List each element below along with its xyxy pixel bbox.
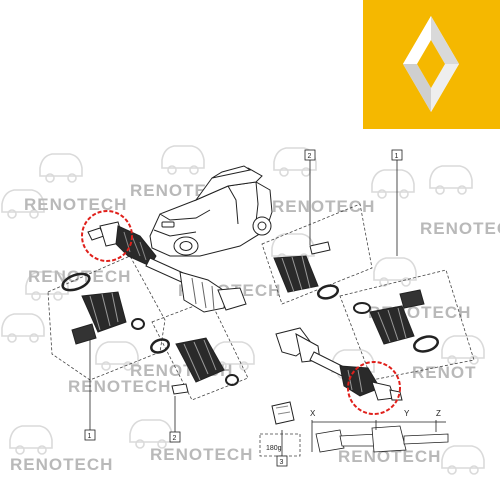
watermark-text: RENOTECH	[68, 377, 171, 396]
boot-part	[273, 255, 319, 293]
callout-layer	[84, 149, 403, 467]
car-watermark-icon	[1, 313, 45, 343]
clamp-ring-part	[413, 335, 439, 353]
dimension-label-x: X	[310, 409, 316, 418]
grease-sachet-part	[399, 289, 425, 309]
clamp-ring-part	[225, 374, 239, 386]
highlight-circle-outer-joint	[81, 210, 133, 262]
right-boot-kit	[353, 289, 439, 353]
highlight-circle-inner-joint	[347, 361, 401, 415]
car-watermark-icon	[371, 169, 415, 199]
frame-weight-box	[259, 433, 301, 457]
clamp-ring-part	[316, 284, 340, 300]
tube-part	[309, 241, 331, 255]
callout-number: 1	[88, 433, 92, 440]
car-watermark-icon	[39, 153, 83, 183]
group-frames	[47, 203, 475, 457]
watermark-text: RENOTECH	[272, 197, 375, 216]
watermark-text: RENOTECH	[28, 267, 131, 286]
car-watermark-icon	[161, 145, 205, 175]
clamp-ring-part	[150, 338, 170, 354]
center-boot-kit	[150, 337, 239, 395]
callout-number: 3	[280, 459, 284, 466]
car-watermark-icon	[211, 341, 255, 371]
grease-pack	[271, 401, 295, 425]
callout-number: 2	[173, 435, 177, 442]
frame-center-kit	[151, 299, 249, 401]
driveshaft-rear	[275, 327, 403, 401]
car-watermark-icon	[1, 189, 45, 219]
car-watermark-icon	[429, 165, 473, 195]
weight-label: 180g	[266, 445, 282, 452]
dimension-diagram	[311, 420, 449, 453]
watermark-text-cut: RENOT	[412, 363, 477, 382]
car-illustration	[149, 165, 273, 257]
boot-part	[81, 291, 127, 333]
driveshaft-front	[87, 221, 247, 313]
dimension-label-y: Y	[404, 409, 410, 418]
car-watermark-icon	[9, 425, 53, 455]
car-watermark-icon	[441, 335, 485, 365]
watermark-text: RENOTECH	[150, 445, 253, 464]
frame-right-kit	[339, 269, 475, 381]
watermark-text: RENOTECH	[10, 455, 113, 474]
frame-top-right-kit	[261, 203, 373, 305]
boot-part	[369, 305, 415, 345]
diamond-logo-icon	[403, 16, 459, 112]
car-watermark-icon	[95, 341, 139, 371]
brand-logo	[363, 0, 500, 129]
grease-sachet-part	[71, 323, 97, 345]
frame-left-kit	[47, 255, 166, 381]
car-watermark-icon	[25, 271, 69, 301]
clamp-ring-part	[61, 272, 91, 292]
top-right-boot-kit	[273, 241, 340, 300]
left-boot-kit	[61, 272, 145, 345]
car-watermark-icon	[129, 419, 173, 449]
clamp-ring-part	[353, 302, 371, 314]
boot-part	[175, 337, 225, 383]
callout-number: 1	[395, 153, 399, 160]
watermark-text: RENOTECH	[24, 195, 127, 214]
tube-part	[171, 383, 189, 395]
clamp-ring-part	[131, 318, 145, 330]
car-watermark-icon	[441, 445, 485, 475]
dimension-label-z: Z	[436, 409, 441, 418]
car-watermark-icon	[373, 257, 417, 287]
watermark-text: RENOTECH	[420, 219, 500, 238]
watermark-text: RENOTECH	[338, 447, 441, 466]
callout-number: 2	[308, 153, 312, 160]
